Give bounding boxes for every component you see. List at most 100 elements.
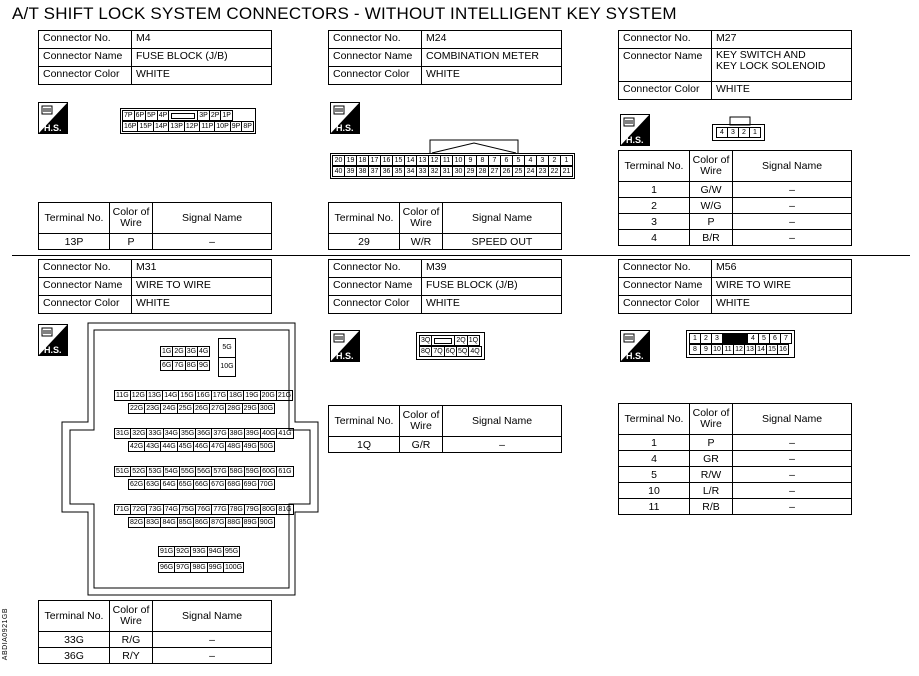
header-terminal-no: Terminal No. [38,600,110,632]
wire-color-cell: B/R [689,229,733,246]
wire-color-cell: GR [689,450,733,467]
connector-pin: 5Q [456,346,470,357]
connector-pin: 76G [195,504,213,515]
connector-pin: 8P [241,121,254,132]
connector-pin: 39G [243,428,262,439]
connector-pin: 58G [227,466,245,477]
connector-pin: 20 [332,155,345,166]
connector-pin: 61G [276,466,294,477]
connector-pin: 11 [440,155,453,166]
terminal-no-cell: 36G [38,647,110,664]
connector-pin: 1 [689,333,701,344]
connector-pin: 30 [452,166,465,177]
connector-pin: 100G [222,562,245,573]
connector-pin: 44G [160,441,178,452]
header-color-of-wire: Color of Wire [689,403,733,435]
connector-pin: 2Q [454,335,468,346]
connector-pin: 20G [259,390,277,401]
connector-pin: 13 [416,155,429,166]
connector-pin: 15G [178,390,196,401]
connector-pin: 22G [127,403,146,414]
connector-pin: 1P [220,110,233,121]
wire-color-cell: W/G [689,197,733,214]
signal-name-cell: – [152,631,272,648]
connector-pin: 71G [113,504,132,515]
connector-pin: 14 [755,344,767,355]
connector-pin: 62G [127,479,146,490]
connector-pin: 4G [197,346,211,357]
connector-pin: 6G [159,360,174,371]
connector-pin: 55G [178,466,197,477]
connector-pin: 19 [344,155,357,166]
connector-pin: 42G [127,441,146,452]
connector-pin: 40 [332,166,345,177]
connector-pin: 82G [127,517,146,528]
connector-pin: 9 [464,155,477,166]
connector-pin: 21G [275,390,294,401]
connector-pin: 9 [700,344,712,355]
connector-pin: 22 [548,166,561,177]
header-terminal-no: Terminal No. [328,405,400,437]
connector-name-line1: KEY SWITCH AND [716,49,806,61]
connector-pin: 4P [156,110,170,121]
connector-pin: 33G [146,428,164,439]
label-connector-name: Connector Name [38,48,132,67]
connector-pin: 13 [744,344,756,355]
wire-color-cell: W/R [399,233,443,250]
connector-pin: 3 [711,333,723,344]
label-connector-no: Connector No. [38,259,132,278]
connector-pin: 3P [197,110,210,121]
connector-name-value: WIRE TO WIRE [131,277,272,296]
connector-pin: 10 [452,155,465,166]
connector-pin: 7Q [431,346,445,357]
connector-pin: 3Q [418,335,433,346]
connector-pin: 37G [211,428,229,439]
signal-name-cell: – [732,450,852,467]
wire-color-cell: R/G [109,631,153,648]
wire-color-cell: P [109,233,153,250]
wire-color-cell: G/R [399,436,443,453]
wire-color-cell: R/W [689,466,733,483]
header-terminal-no: Terminal No. [38,202,110,234]
connector-pin: 2 [738,127,750,138]
connector-pin: 27G [209,403,227,414]
connector-pin: 3 [727,127,739,138]
label-connector-color: Connector Color [38,66,132,85]
connector-pin: 92G [174,546,192,557]
terminal-no-cell: 13P [38,233,110,250]
signal-name-cell: – [732,213,852,230]
connector-pin: 12 [733,344,745,355]
connector-pin: 1Q [466,335,481,346]
connector-pin: 17G [210,390,229,401]
header-signal-name: Signal Name [152,202,272,234]
label-connector-name: Connector Name [38,277,132,296]
connector-pin: 85G [176,517,194,528]
connector-pin: 13G [145,390,164,401]
connector-pin: 32G [130,428,148,439]
connector-pin: 59G [243,466,262,477]
hs-icon [330,330,360,362]
wire-color-cell: R/B [689,498,733,515]
label-connector-color: Connector Color [618,81,712,100]
connector-latch-m24 [429,139,519,154]
header-signal-name: Signal Name [732,150,852,182]
connector-pin: 26 [500,166,513,177]
terminal-no-cell: 1 [618,181,690,198]
connector-pin: 6P [133,110,147,121]
connector-pin: 84G [160,517,178,528]
connector-pin: 28 [476,166,489,177]
connector-pin: 15 [766,344,778,355]
